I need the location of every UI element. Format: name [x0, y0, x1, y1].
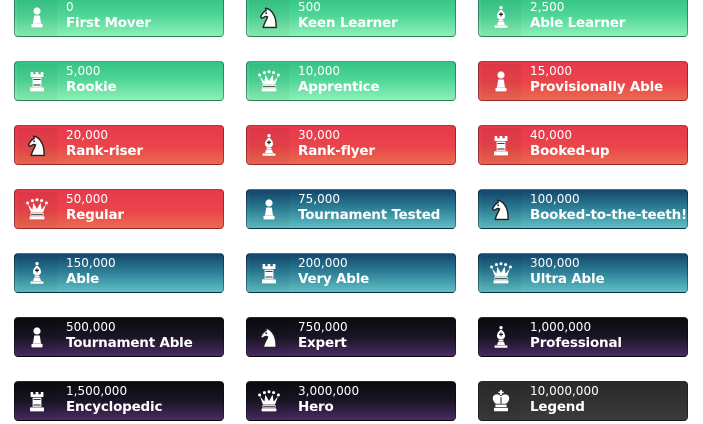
badge-points: 1,000,000 — [530, 320, 592, 334]
badge-title: Rank-flyer — [298, 143, 375, 159]
badge-able-learner[interactable]: 2,500 Able Learner — [478, 0, 688, 37]
badge-points: 50,000 — [66, 192, 108, 206]
badge-points: 10,000 — [298, 64, 340, 78]
badge-legend[interactable]: 10,000,000 Legend — [478, 381, 688, 421]
bishop-icon — [489, 4, 513, 30]
badge-ultra-able[interactable]: 300,000 Ultra Able — [478, 253, 688, 293]
badge-title: Tournament Able — [66, 335, 193, 351]
queen-icon — [257, 388, 281, 414]
badge-title: Expert — [298, 335, 347, 351]
badge-title: Able Learner — [530, 15, 626, 31]
badge-points: 0 — [66, 0, 74, 14]
badge-tournament-tested[interactable]: 75,000 Tournament Tested — [246, 189, 456, 229]
badge-very-able[interactable]: 200,000 Very Able — [246, 253, 456, 293]
badge-title: Professional — [530, 335, 622, 351]
badge-title: Hero — [298, 399, 334, 415]
badge-title: Keen Learner — [298, 15, 398, 31]
badge-points: 1,500,000 — [66, 384, 128, 398]
badge-title: Legend — [530, 399, 585, 415]
pawn-icon — [257, 196, 281, 222]
badge-tournament-able[interactable]: 500,000 Tournament Able — [14, 317, 224, 357]
badge-title: Regular — [66, 207, 124, 223]
badge-points: 500 — [298, 0, 321, 14]
badge-title: Rank-riser — [66, 143, 143, 159]
knight-icon — [489, 196, 513, 222]
badge-points: 300,000 — [530, 256, 580, 270]
badge-keen-learner[interactable]: 500 Keen Learner — [246, 0, 456, 37]
badge-rookie[interactable]: 5,000 Rookie — [14, 61, 224, 101]
bishop-icon — [489, 324, 513, 350]
badge-points: 100,000 — [530, 192, 580, 206]
badge-points: 30,000 — [298, 128, 340, 142]
badge-points: 2,500 — [530, 0, 565, 14]
badge-title: Booked-to-the-teeth! — [530, 207, 688, 223]
badge-points: 500,000 — [66, 320, 116, 334]
queen-icon — [489, 260, 513, 286]
badge-rank-flyer[interactable]: 30,000 Rank-flyer — [246, 125, 456, 165]
badge-title: First Mover — [66, 15, 151, 31]
knight-icon — [25, 132, 49, 158]
badge-expert[interactable]: 750,000 Expert — [246, 317, 456, 357]
queen-icon — [257, 68, 281, 94]
badge-points: 5,000 — [66, 64, 101, 78]
badge-title: Able — [66, 271, 100, 287]
badge-hero[interactable]: 3,000,000 Hero — [246, 381, 456, 421]
knight-icon — [257, 4, 281, 30]
pawn-icon — [25, 4, 49, 30]
badge-title: Encyclopedic — [66, 399, 163, 415]
badge-title: Apprentice — [298, 79, 380, 95]
badge-able[interactable]: 150,000 Able — [14, 253, 224, 293]
rook-icon — [25, 68, 49, 94]
badge-points: 3,000,000 — [298, 384, 360, 398]
badge-first-mover[interactable]: 0 First Mover — [14, 0, 224, 37]
knight-icon — [257, 324, 281, 350]
badge-title: Ultra Able — [530, 271, 605, 287]
king-icon — [489, 388, 513, 414]
badge-title: Provisionally Able — [530, 79, 663, 95]
rook-icon — [257, 260, 281, 286]
badge-points: 10,000,000 — [530, 384, 599, 398]
badge-provisionally-able[interactable]: 15,000 Provisionally Able — [478, 61, 688, 101]
badge-booked-to-the-teeth[interactable]: 100,000 Booked-to-the-teeth! — [478, 189, 688, 229]
pawn-icon — [25, 324, 49, 350]
badge-booked-up[interactable]: 40,000 Booked-up — [478, 125, 688, 165]
badge-title: Booked-up — [530, 143, 610, 159]
badge-points: 750,000 — [298, 320, 348, 334]
badge-points: 20,000 — [66, 128, 108, 142]
rook-icon — [489, 132, 513, 158]
badge-professional[interactable]: 1,000,000 Professional — [478, 317, 688, 357]
badge-points: 150,000 — [66, 256, 116, 270]
badge-regular[interactable]: 50,000 Regular — [14, 189, 224, 229]
rook-icon — [25, 388, 49, 414]
pawn-icon — [489, 68, 513, 94]
badge-apprentice[interactable]: 10,000 Apprentice — [246, 61, 456, 101]
badge-points: 40,000 — [530, 128, 572, 142]
badge-encyclopedic[interactable]: 1,500,000 Encyclopedic — [14, 381, 224, 421]
badge-title: Rookie — [66, 79, 117, 95]
bishop-icon — [257, 132, 281, 158]
bishop-icon — [25, 260, 49, 286]
queen-icon — [25, 196, 49, 222]
badge-title: Very Able — [298, 271, 370, 287]
badge-points: 15,000 — [530, 64, 572, 78]
badge-title: Tournament Tested — [298, 207, 441, 223]
badge-rank-riser[interactable]: 20,000 Rank-riser — [14, 125, 224, 165]
badge-points: 75,000 — [298, 192, 340, 206]
badge-points: 200,000 — [298, 256, 348, 270]
